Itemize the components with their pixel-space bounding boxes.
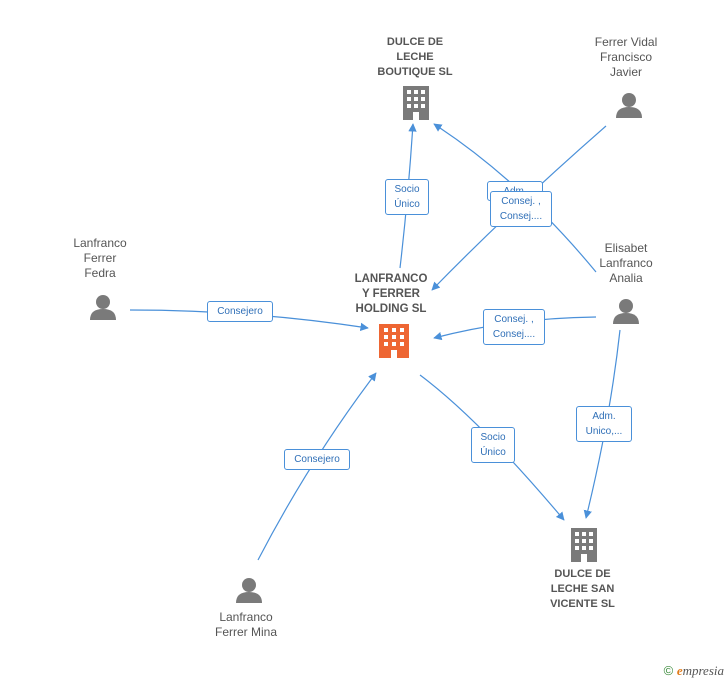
building-icon	[403, 86, 429, 120]
footer-brand: © empresia	[664, 663, 724, 679]
edge-label-consej-right[interactable]: Consej. , Consej....	[483, 309, 545, 345]
person-icon	[90, 295, 116, 320]
building-icon-main	[379, 324, 409, 358]
copyright-icon: ©	[663, 663, 674, 678]
edge-label-consej-top[interactable]: Consej. , Consej....	[490, 191, 552, 227]
brand-logo: empresia	[676, 663, 724, 678]
building-icon	[571, 528, 597, 562]
node-label-dulce-boutique[interactable]: DULCE DE LECHE BOUTIQUE SL	[377, 36, 453, 78]
edge-label-consejero-bottom[interactable]: Consejero	[284, 449, 350, 470]
edge-label-socio-unico-bottom[interactable]: Socio Único	[471, 427, 515, 463]
node-label-lanfranco-fedra[interactable]: Lanfranco Ferrer Fedra	[73, 236, 127, 280]
node-label-dulce-san-vicente[interactable]: DULCE DE LECHE SAN VICENTE SL	[550, 568, 615, 610]
person-icon	[236, 578, 262, 603]
node-label-elisabet[interactable]: Elisabet Lanfranco Analia	[599, 241, 653, 285]
node-label-lanfranco-mina[interactable]: Lanfranco Ferrer Mina	[214, 610, 277, 639]
person-icon	[613, 299, 639, 324]
edge-label-socio-unico-top[interactable]: Socio Único	[385, 179, 429, 215]
node-label-ferrer-vidal[interactable]: Ferrer Vidal Francisco Javier	[594, 35, 658, 79]
edge-label-adm-unico[interactable]: Adm. Unico,...	[576, 406, 632, 442]
edges	[129, 123, 621, 561]
edge-label-consejero-left[interactable]: Consejero	[207, 301, 273, 322]
person-icon	[616, 93, 642, 118]
node-label-main-company[interactable]: LANFRANCO Y FERRER HOLDING SL	[354, 273, 428, 315]
